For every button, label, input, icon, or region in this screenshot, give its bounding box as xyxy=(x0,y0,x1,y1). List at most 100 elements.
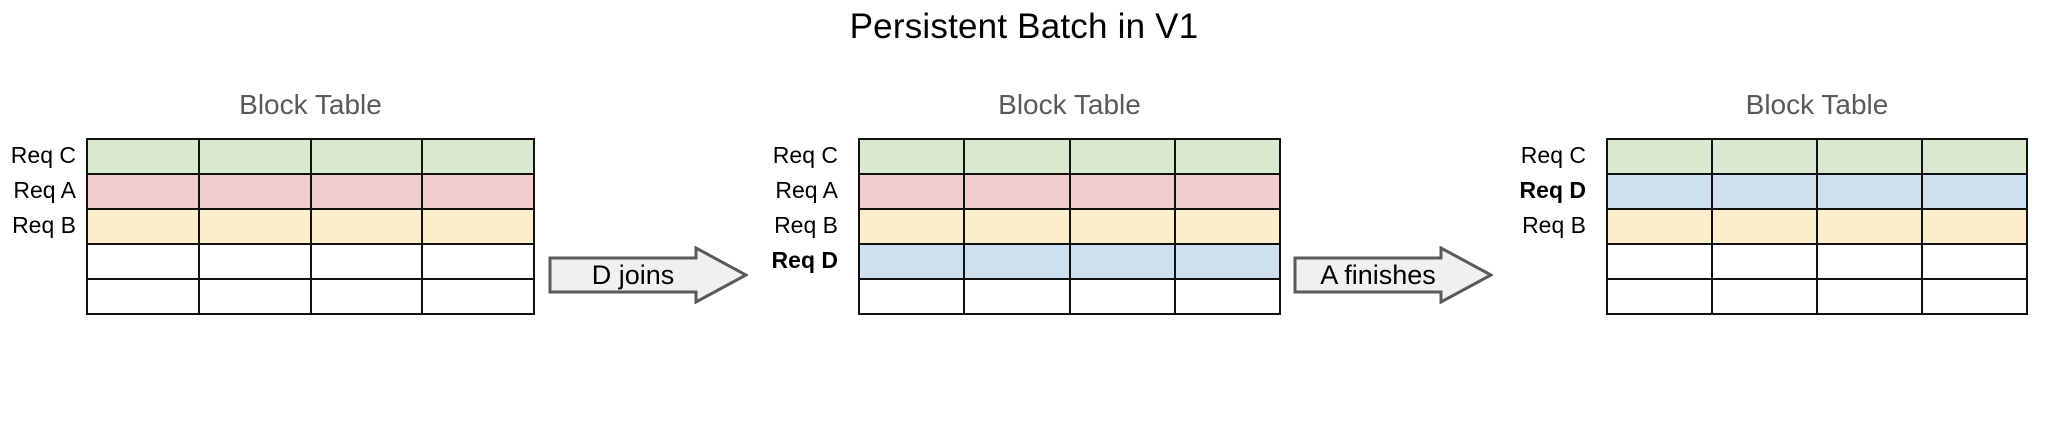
row-label-column-2: Req C Req A Req B Req D xyxy=(748,138,848,313)
block-cell xyxy=(1068,208,1176,245)
block-table-grid xyxy=(857,138,1282,315)
block-cell xyxy=(309,278,424,315)
table-row xyxy=(1606,173,2028,210)
arrow-shape-icon xyxy=(1293,246,1493,304)
block-cell xyxy=(1921,138,2028,175)
block-cell xyxy=(421,243,535,280)
arrow-label: D joins xyxy=(591,259,675,290)
table-row xyxy=(857,243,1282,280)
block-cell xyxy=(1711,208,1818,245)
block-cell xyxy=(86,278,200,315)
table-row xyxy=(86,138,535,175)
block-cell xyxy=(1606,208,1713,245)
block-cell xyxy=(197,173,312,210)
row-label-column-1: Req C Req A Req B xyxy=(0,138,86,313)
row-label: Req B xyxy=(12,212,76,238)
block-table-caption-1: Block Table xyxy=(239,89,382,120)
block-cell xyxy=(86,173,200,210)
block-cell xyxy=(1711,278,1818,315)
table-row xyxy=(857,173,1282,210)
row-label: Req B xyxy=(1522,212,1586,238)
block-table-caption-3: Block Table xyxy=(1745,89,1889,120)
block-cell xyxy=(197,208,312,245)
block-table-grid xyxy=(86,138,535,315)
block-cell xyxy=(857,138,966,175)
block-cell xyxy=(1921,278,2028,315)
block-cell xyxy=(857,173,966,210)
block-table-2 xyxy=(857,138,1282,315)
table-row xyxy=(86,243,535,280)
block-cell xyxy=(963,208,1071,245)
table-row xyxy=(857,278,1282,315)
block-cell xyxy=(421,138,535,175)
block-cell xyxy=(421,278,535,315)
block-cell xyxy=(1173,243,1282,280)
block-cell xyxy=(963,138,1071,175)
block-cell xyxy=(1606,138,1713,175)
block-cell xyxy=(1173,138,1282,175)
block-cell xyxy=(1921,208,2028,245)
block-cell xyxy=(197,278,312,315)
block-cell xyxy=(963,278,1071,315)
block-cell xyxy=(86,138,200,175)
block-cell xyxy=(1711,138,1818,175)
table-row xyxy=(1606,243,2028,280)
block-cell xyxy=(1606,243,1713,280)
block-table-caption-2: Block Table xyxy=(998,89,1141,120)
block-cell xyxy=(86,208,200,245)
block-cell xyxy=(1921,243,2028,280)
block-cell xyxy=(963,243,1071,280)
arrow-label: A finishes xyxy=(1320,259,1436,290)
row-label: Req C xyxy=(1520,142,1586,168)
block-cell xyxy=(963,173,1071,210)
row-label: Req A xyxy=(775,177,838,203)
stage-after-finish: Block Table Req C Req D Req B xyxy=(1520,0,2028,421)
row-label: Req A xyxy=(13,177,76,203)
block-table-grid xyxy=(1606,138,2028,315)
block-cell xyxy=(309,208,424,245)
block-cell xyxy=(197,138,312,175)
block-cell xyxy=(857,208,966,245)
table-row xyxy=(1606,278,2028,315)
block-cell xyxy=(1068,173,1176,210)
block-cell xyxy=(421,173,535,210)
block-cell xyxy=(1816,243,1923,280)
block-cell xyxy=(309,243,424,280)
stage-after-join: Block Table Req C Req A Req B Req D xyxy=(772,0,1282,421)
table-row xyxy=(857,208,1282,245)
arrow-a-finishes: A finishes xyxy=(1293,246,1493,304)
table-row xyxy=(86,208,535,245)
block-cell xyxy=(1173,173,1282,210)
page-title: Persistent Batch in V1 xyxy=(849,7,1199,46)
block-cell xyxy=(309,138,424,175)
block-cell xyxy=(1816,208,1923,245)
block-cell xyxy=(1606,173,1713,210)
block-cell xyxy=(1068,243,1176,280)
block-table-3 xyxy=(1606,138,2028,315)
table-row xyxy=(86,173,535,210)
block-cell xyxy=(1068,138,1176,175)
row-label: Req D xyxy=(771,247,838,273)
table-row xyxy=(1606,138,2028,175)
block-cell xyxy=(197,243,312,280)
row-label: Req B xyxy=(774,212,838,238)
row-label: Req C xyxy=(772,142,838,168)
block-cell xyxy=(1816,278,1923,315)
row-label-column-3: Req C Req D Req B xyxy=(1496,138,1596,313)
table-row xyxy=(86,278,535,315)
row-label: Req D xyxy=(1519,177,1586,203)
row-label: Req C xyxy=(10,142,76,168)
block-cell xyxy=(1606,278,1713,315)
block-cell xyxy=(1921,173,2028,210)
stage-before: Block Table Req C Req A Req B xyxy=(0,0,535,421)
block-cell xyxy=(421,208,535,245)
block-cell xyxy=(1173,278,1282,315)
block-cell xyxy=(857,243,966,280)
block-cell xyxy=(1173,208,1282,245)
block-cell xyxy=(1711,243,1818,280)
block-cell xyxy=(857,278,966,315)
block-cell xyxy=(1711,173,1818,210)
arrow-shape-icon xyxy=(548,246,748,304)
table-row xyxy=(857,138,1282,175)
